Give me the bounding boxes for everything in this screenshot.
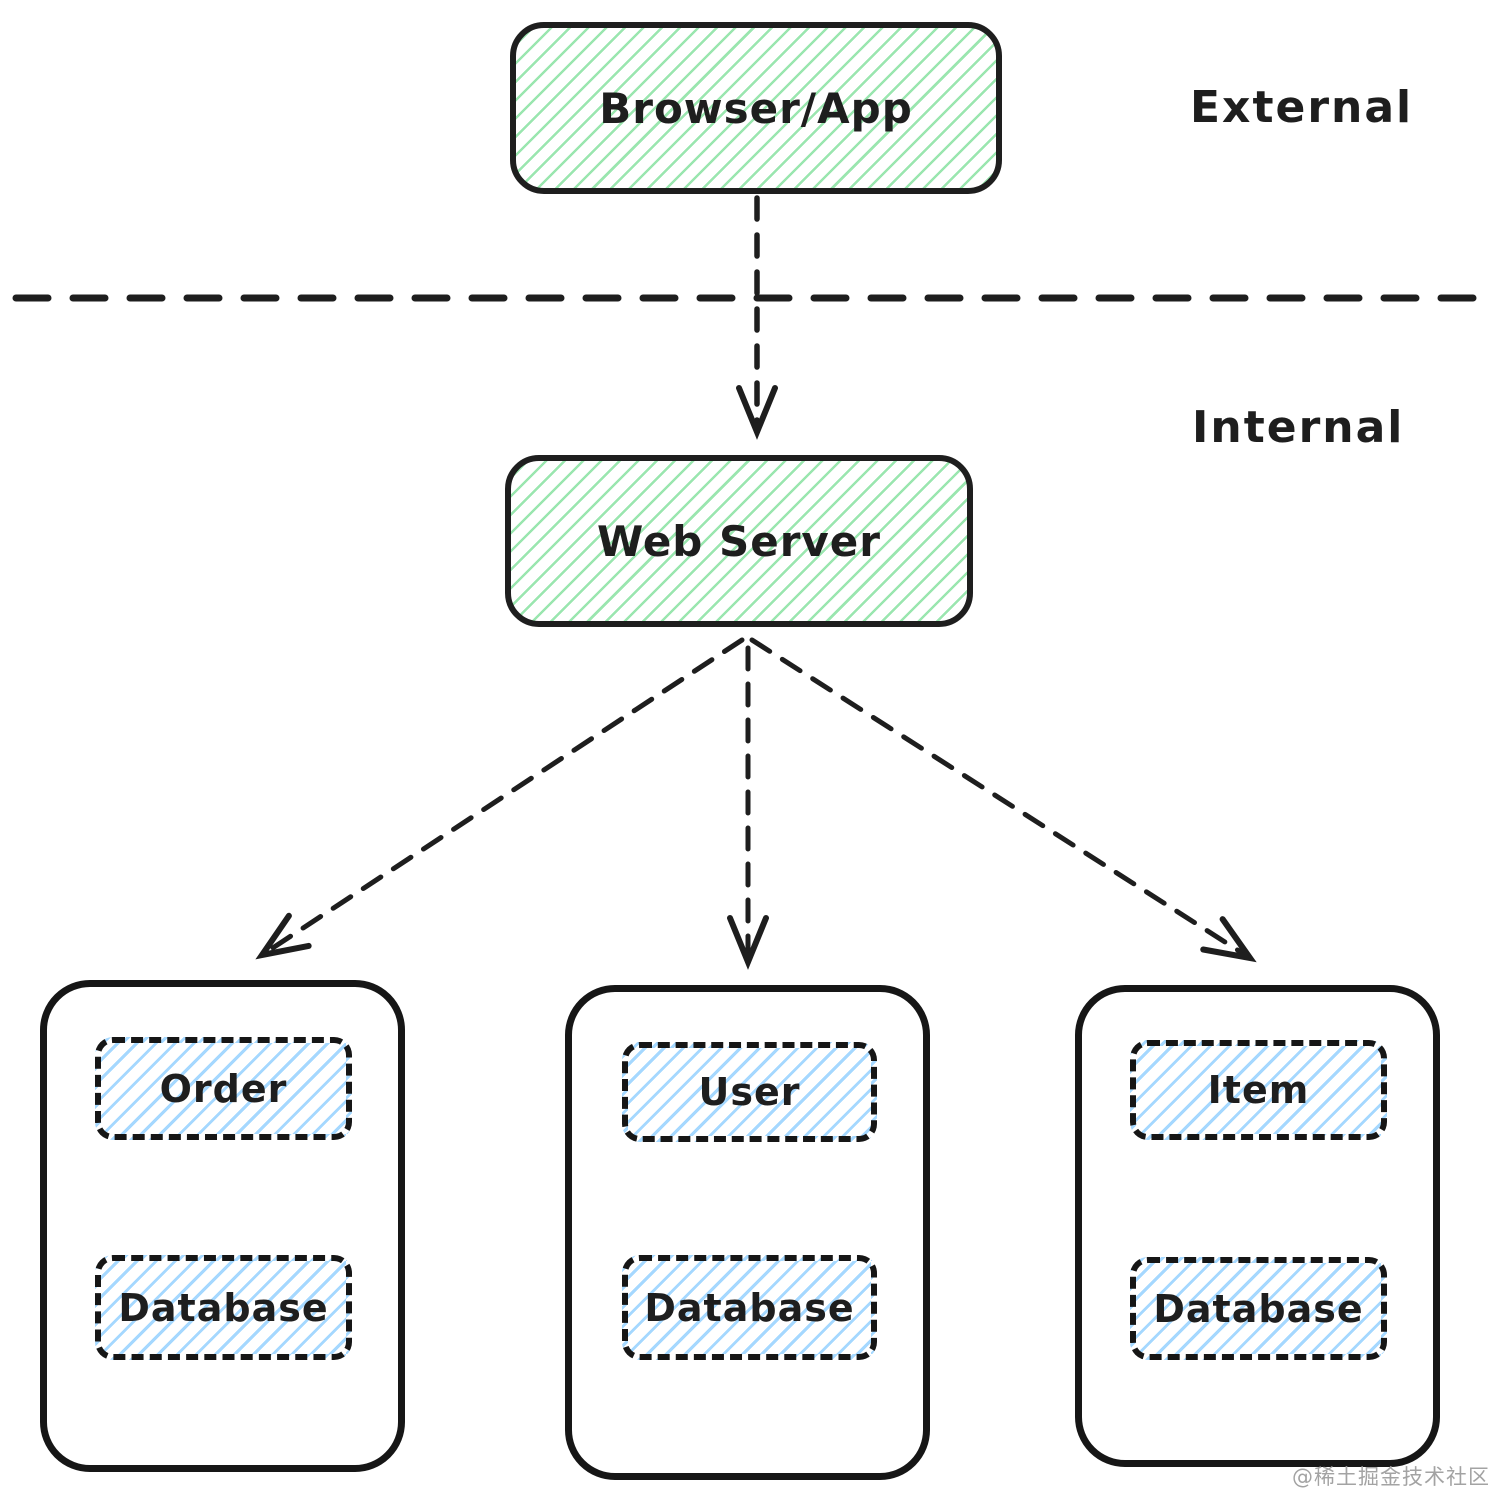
user-service-group: User Database: [565, 985, 930, 1480]
user-database-label: Database: [644, 1285, 855, 1330]
item-service-group: Item Database: [1075, 985, 1440, 1467]
user-module-label: User: [698, 1070, 801, 1114]
item-module-box: Item: [1130, 1040, 1387, 1140]
order-database-label: Database: [118, 1285, 329, 1330]
item-database-label: Database: [1153, 1286, 1364, 1331]
node-web-server-label: Web Server: [596, 516, 882, 566]
node-browser-app-label: Browser/App: [599, 83, 913, 133]
zone-label-internal: Internal: [1192, 402, 1405, 453]
item-module-label: Item: [1207, 1068, 1310, 1112]
zone-label-external: External: [1190, 82, 1414, 133]
arrow-webserver-to-item-service: [749, 637, 1257, 963]
order-database-box: Database: [95, 1255, 352, 1360]
order-module-label: Order: [159, 1066, 288, 1111]
item-database-box: Database: [1130, 1257, 1387, 1360]
node-browser-app: Browser/App: [510, 22, 1002, 194]
arrow-webserver-to-order-service: [255, 637, 745, 960]
node-web-server: Web Server: [505, 455, 973, 627]
watermark: @稀土掘金技术社区: [1292, 1465, 1490, 1489]
user-module-box: User: [622, 1042, 877, 1142]
order-module-box: Order: [95, 1037, 352, 1140]
user-database-box: Database: [622, 1255, 877, 1360]
order-service-group: Order Database: [40, 980, 405, 1472]
